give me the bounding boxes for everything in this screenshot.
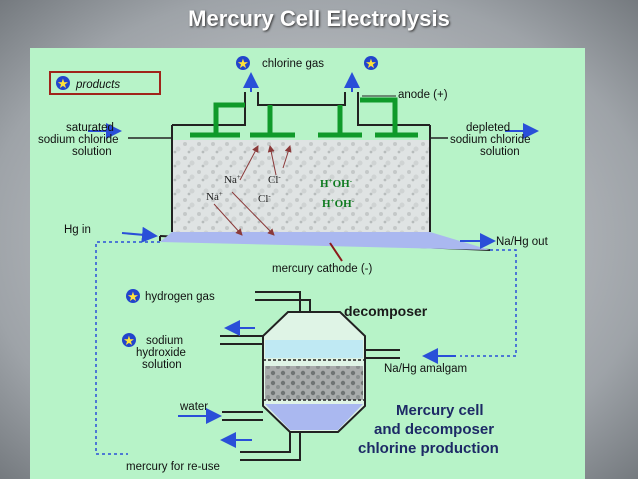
amalgam-label: Na/Hg amalgam — [384, 363, 467, 375]
star-icon: ★ — [236, 56, 250, 72]
mercury-loop-left — [95, 241, 160, 455]
svg-text:★: ★ — [57, 77, 69, 92]
hydrogen-gas-label: hydrogen gas — [145, 291, 215, 303]
slide-title: Mercury Cell Electrolysis — [188, 6, 450, 31]
star-icon: ★ — [126, 289, 140, 305]
mercury-cathode-label: mercury cathode (-) — [272, 263, 373, 275]
ion-migration-arrows — [213, 145, 292, 236]
mercury-reuse-label: mercury for re-use — [126, 461, 220, 473]
decomposer-vessel — [220, 291, 400, 461]
anode-assembly — [190, 97, 418, 138]
svg-text:Cl-: Cl- — [268, 173, 281, 186]
sodium-hydroxide-label: sodium hydroxide solution — [136, 335, 189, 371]
svg-text:★: ★ — [123, 334, 135, 349]
hg-in-label: Hg in — [64, 224, 91, 236]
nahg-out-label: Na/Hg out — [496, 236, 549, 248]
ion-labels: Na+ Na+ Cl- Cl- H+OH- H+OH- — [206, 173, 355, 210]
legend-box — [49, 71, 161, 95]
svg-text:★: ★ — [365, 57, 377, 72]
star-icon: ★ — [364, 56, 378, 72]
water-label: water — [179, 401, 208, 413]
svg-text:Na+: Na+ — [206, 190, 223, 203]
saturated-label: saturated sodium chloride solution — [38, 122, 122, 158]
svg-text:★: ★ — [127, 290, 139, 305]
svg-text:★: ★ — [237, 57, 249, 72]
svg-text:H+OH-: H+OH- — [322, 197, 355, 210]
right-arrow-icon — [121, 226, 158, 243]
svg-text:Na+: Na+ — [224, 173, 241, 186]
anode-label: anode (+) — [398, 89, 448, 101]
star-icon: ★ — [56, 76, 70, 92]
chlorine-gas-label: chlorine gas — [262, 58, 324, 70]
mercury-layer — [160, 232, 490, 250]
legend-label: products — [75, 79, 120, 91]
decomposer-label: decomposer — [344, 303, 428, 319]
svg-text:Cl-: Cl- — [258, 192, 271, 205]
star-icon: ★ — [122, 333, 136, 349]
mercury-loop-right — [460, 249, 517, 357]
depleted-label: depleted sodium chloride solution — [450, 122, 534, 158]
electrolysis-cell — [159, 92, 491, 251]
svg-text:H+OH-: H+OH- — [320, 177, 353, 190]
caption: Mercury cell and decomposer chlorine pro… — [358, 402, 499, 457]
